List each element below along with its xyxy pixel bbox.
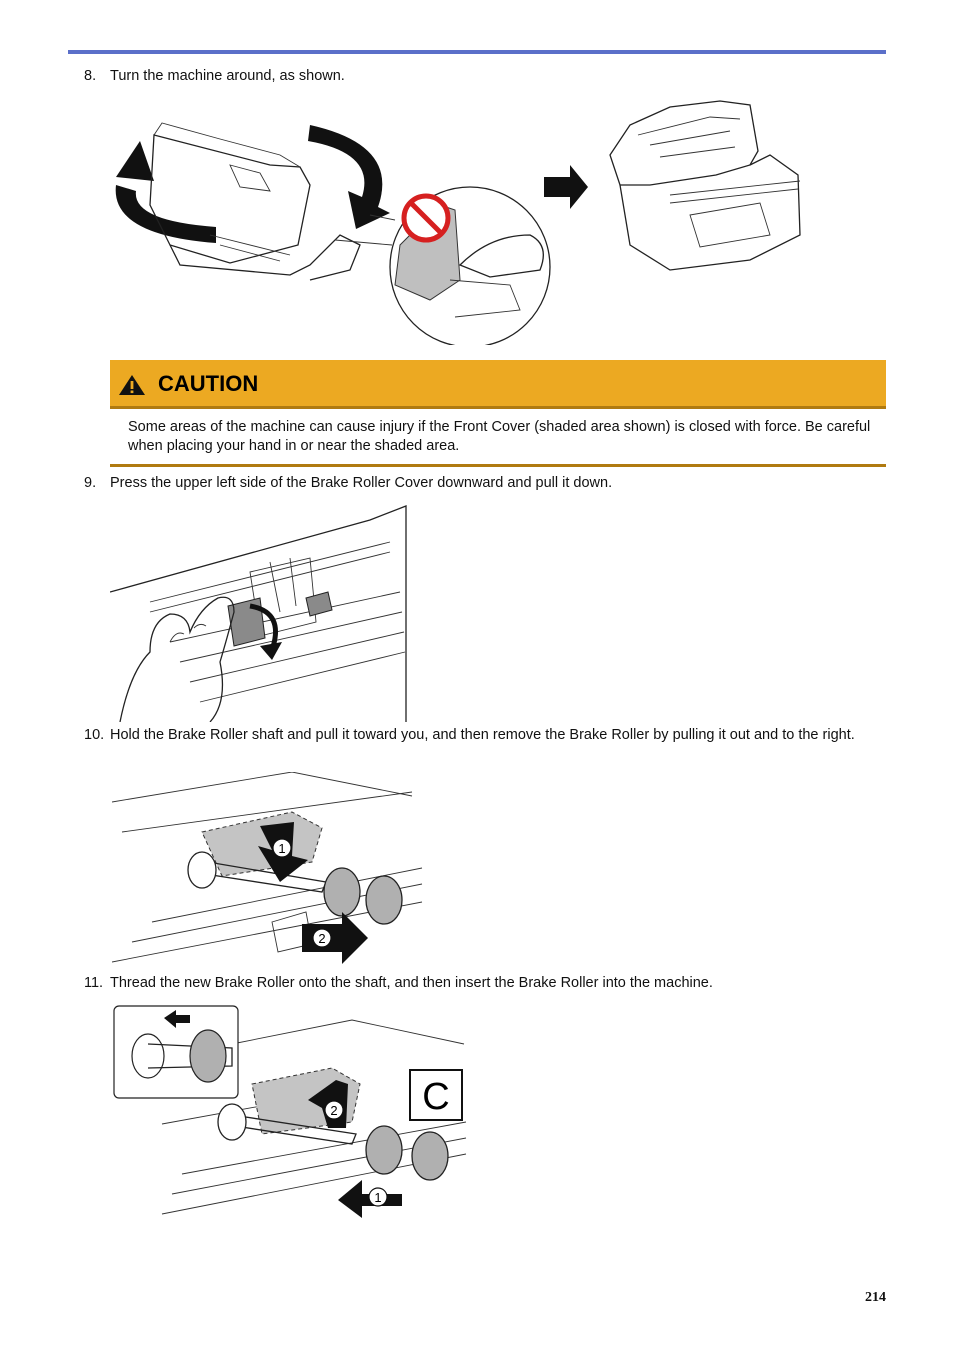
svg-text:1: 1 [278,841,285,856]
svg-text:1: 1 [374,1190,381,1205]
page-number: 214 [865,1290,886,1305]
figure-remove-brake-roller: 1 2 [112,772,424,968]
callout-1: 1 [368,1187,388,1207]
figure-insert-brake-roller: C 2 1 [112,1004,468,1226]
figure-turn-machine [110,95,810,345]
figure-brake-roller-cover [110,502,410,722]
svg-text:2: 2 [330,1103,337,1118]
svg-text:2: 2 [318,931,325,946]
arrow-left-icon [164,1010,190,1028]
caution-banner: CAUTION [110,360,886,409]
step-text: Turn the machine around, as shown. [110,68,345,84]
rotate-arrow-left-icon [115,185,216,243]
callout-2: 2 [324,1100,344,1120]
step-number: 9. [84,475,97,491]
caution-rule [110,464,886,467]
caution-title: CAUTION [158,371,259,396]
curved-arrow-icon [260,642,282,660]
header-rule [68,50,886,54]
warning-icon [119,375,145,395]
rotate-arrow-right-icon [308,125,390,229]
step-number: 11. [84,975,104,991]
callout-2: 2 [312,928,332,948]
step-text: Hold the Brake Roller shaft and pull it … [110,727,855,743]
corner-label-box [409,1069,463,1121]
step-number: 8. [84,68,97,84]
corner-label: C [422,1076,449,1118]
caution-text: Some areas of the machine can cause inju… [128,419,871,454]
step-text: Press the upper left side of the Brake R… [110,475,613,491]
step-number: 10. [84,727,105,743]
arrow-right-icon [544,165,588,209]
arrow-right-icon [302,912,368,964]
step-text: Thread the new Brake Roller onto the sha… [110,975,713,991]
callout-1: 1 [272,838,292,858]
